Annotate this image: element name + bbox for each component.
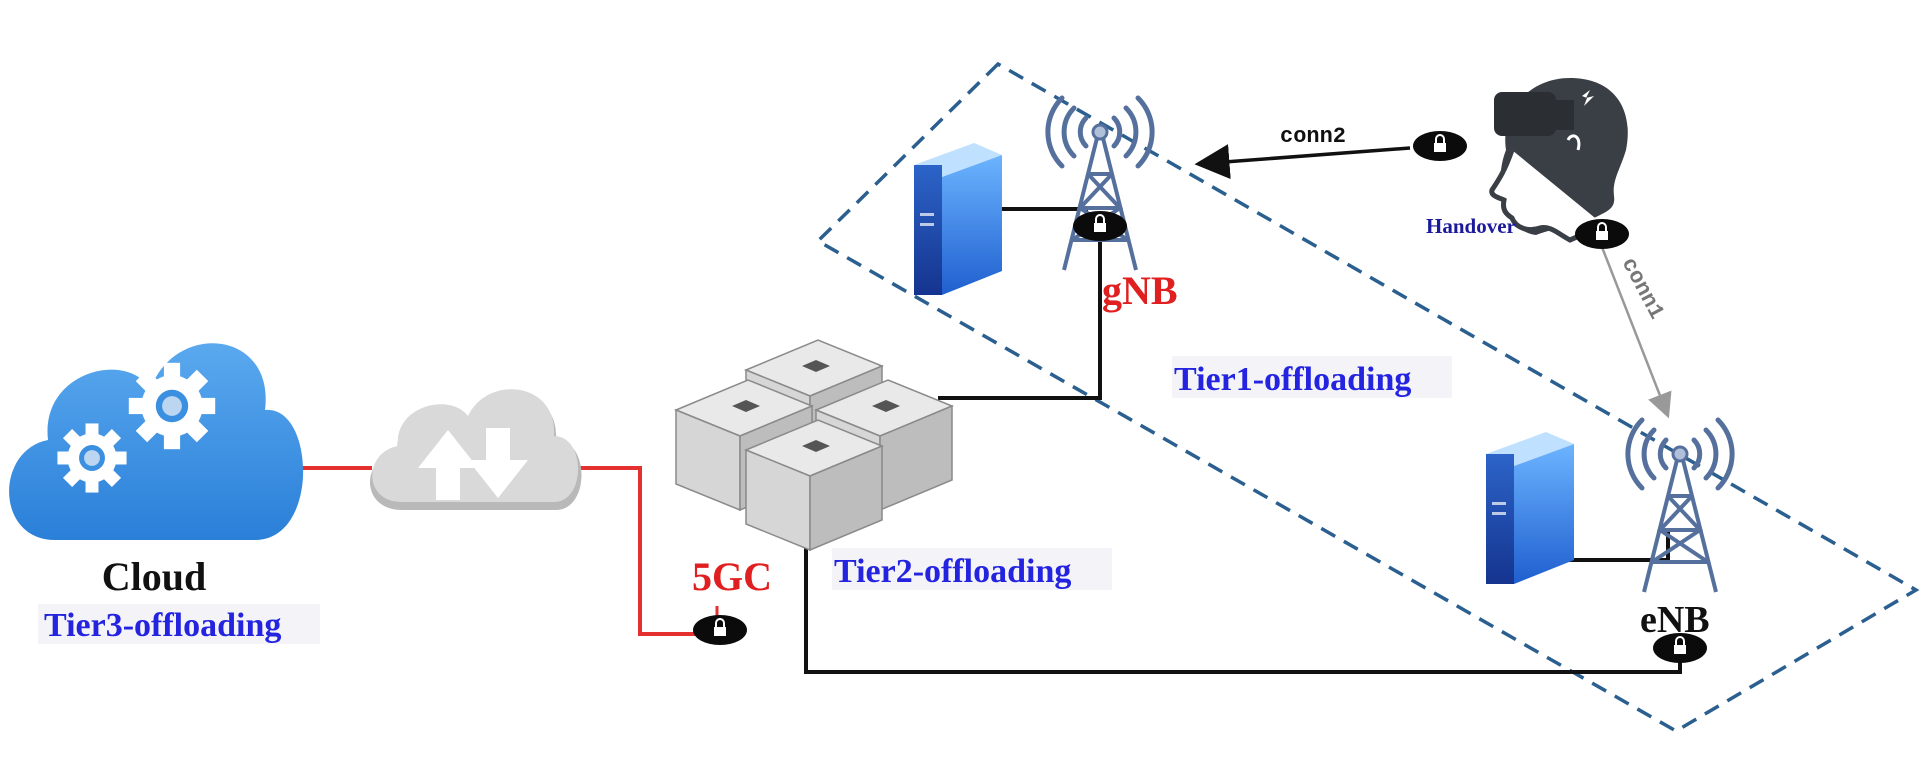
- cloud-icon: [9, 343, 304, 540]
- vr-user-icon: [1489, 78, 1628, 243]
- enb-edge-server-icon: [1486, 432, 1574, 584]
- cloud-label: Cloud: [102, 554, 207, 599]
- conn2-link: [1194, 144, 1411, 180]
- conn1-label: conn1: [1616, 254, 1669, 324]
- internet-cloud-icon: [369, 389, 582, 510]
- core-network-icon: [675, 339, 953, 551]
- core-label: 5GC: [692, 554, 772, 599]
- core-lock-icon: [692, 614, 748, 646]
- enb-label: eNB: [1640, 599, 1710, 641]
- tier2-label: Tier2-offloading: [834, 553, 1071, 590]
- conn2-label: conn2: [1280, 124, 1346, 149]
- conn1-link: [1598, 241, 1672, 419]
- tier1-label: Tier1-offloading: [1174, 361, 1411, 398]
- conn2-lock-icon: [1412, 130, 1468, 162]
- gnb-lock-icon: [1072, 210, 1128, 242]
- conn1-lock-icon: [1574, 218, 1630, 250]
- gnb-label: gNB: [1102, 268, 1178, 313]
- handover-label: Handover: [1426, 214, 1516, 238]
- enb-tower-icon: [1628, 420, 1732, 592]
- tier3-label: Tier3-offloading: [44, 607, 281, 644]
- tier1-region: [815, 61, 1920, 734]
- gnb-edge-server-icon: [914, 143, 1002, 295]
- cloud-links: [300, 466, 700, 636]
